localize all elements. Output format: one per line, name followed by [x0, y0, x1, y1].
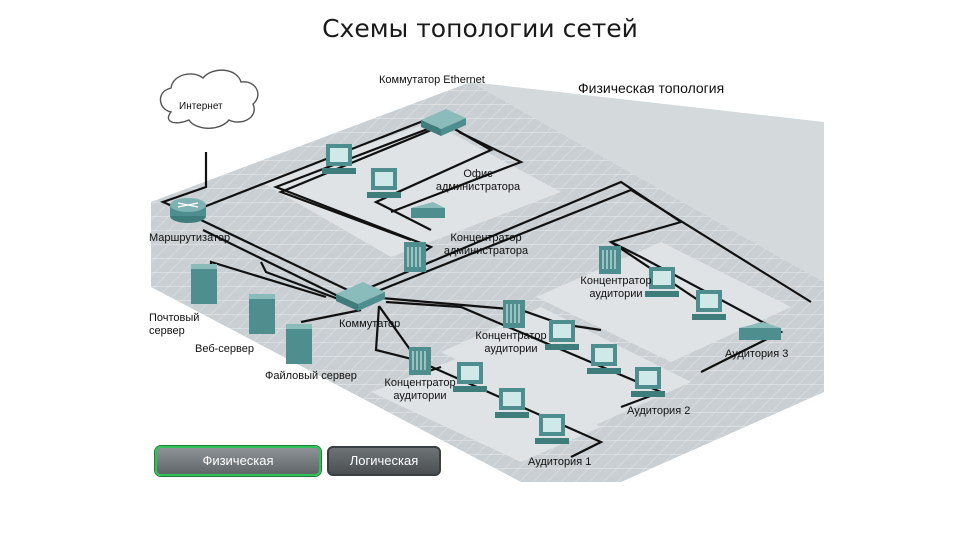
- classroom-2-label: Аудитория 2: [627, 405, 691, 417]
- computers: [322, 144, 726, 444]
- logical-topology-button[interactable]: Логическая: [327, 446, 441, 476]
- classroom-hub-3-label: Концентратор аудитории: [580, 275, 652, 300]
- internet-cloud: [159, 69, 259, 129]
- cable-switch-hub2: [380, 296, 602, 332]
- computer-icon: [322, 144, 356, 174]
- classroom-3-label: Аудитория 3: [725, 348, 789, 360]
- admin-printer-icon: [411, 202, 445, 218]
- physical-topology-button[interactable]: Физическая: [155, 446, 321, 476]
- admin-hub-icon: [404, 242, 426, 272]
- mail-server-icon: [191, 264, 217, 304]
- router-icon: [170, 198, 206, 223]
- classroom-hub-2-label: Концентратор аудитории: [475, 330, 547, 355]
- switch-label: Коммутатор: [339, 318, 401, 330]
- classroom-3-printer-icon: [739, 322, 781, 340]
- computer-icon: [453, 362, 487, 392]
- cable-router-switch-b: [202, 229, 347, 301]
- classroom-hub-2-icon: [503, 300, 525, 328]
- cable-switch-hub3-b: [372, 188, 812, 303]
- cable-router-ethernet: [190, 112, 442, 214]
- cable-router-switch: [200, 219, 357, 295]
- switch-icon: [336, 282, 385, 311]
- file-server-icon: [286, 324, 312, 364]
- computer-icon: [692, 290, 726, 320]
- web-server-label: Веб-сервер: [195, 343, 254, 355]
- cables: [159, 112, 812, 458]
- admin-office-label: Офис администратора: [435, 168, 521, 193]
- admin-hub-label: Концентратор администратора: [443, 232, 529, 257]
- internet-label: Интернет: [179, 101, 223, 112]
- zone-classroom-2: [441, 307, 691, 427]
- classroom-hub-1-label: Концентратор аудитории: [384, 377, 456, 402]
- floor-plan: [151, 82, 824, 482]
- computer-icon: [587, 344, 621, 374]
- file-server-label: Файловый сервер: [265, 370, 357, 382]
- classroom-hub-3-icon: [599, 246, 621, 274]
- computer-icon: [545, 320, 579, 350]
- router-label: Маршрутизатор: [149, 232, 231, 244]
- ethernet-switch-icon: [421, 109, 466, 136]
- topology-diagram: [151, 69, 824, 482]
- slide-title: Схемы топологии сетей: [322, 14, 638, 43]
- classroom-1-label: Аудитория 1: [528, 456, 592, 468]
- diagram-heading: Физическая топология: [578, 80, 725, 96]
- computer-icon: [367, 168, 401, 198]
- classroom-hub-1-icon: [409, 347, 431, 375]
- computer-icon: [495, 388, 529, 418]
- cable-ethernet-printer: [390, 131, 524, 214]
- cable-web-switch: [260, 261, 342, 302]
- ethernet-switch-label: Коммутатор Ethernet: [379, 74, 485, 86]
- cable-file-switch: [300, 308, 362, 324]
- computer-icon: [535, 414, 569, 444]
- computer-icon: [645, 267, 679, 297]
- topology-panel: Интернет Коммутатор Ethernet Физическая …: [141, 62, 824, 482]
- web-server-icon: [249, 294, 275, 334]
- cable-ethernet-admin-b: [277, 124, 442, 242]
- mail-server-label: Почтовый сервер: [149, 312, 200, 337]
- computer-icon: [631, 367, 665, 397]
